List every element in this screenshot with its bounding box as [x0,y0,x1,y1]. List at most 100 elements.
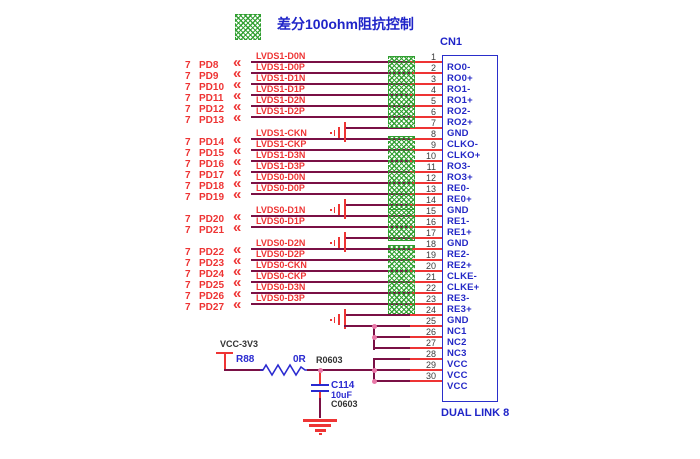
port-name[interactable]: PD26 [199,291,225,302]
port-chevron-icon[interactable]: « [233,175,242,192]
earth-ground-icon[interactable] [303,419,337,422]
port-name[interactable]: PD18 [199,181,225,192]
resistor-r88-symbol[interactable] [260,363,308,377]
connector-pin[interactable] [410,292,442,294]
connector-pin[interactable] [410,193,442,195]
connector-pin[interactable] [410,226,442,228]
port-chevron-icon[interactable]: « [233,219,242,236]
connector-pin[interactable] [410,358,442,360]
connector-pin[interactable] [410,94,442,96]
signal-wire[interactable] [251,94,410,96]
port-chevron-icon[interactable]: « [233,164,242,181]
connector-pin[interactable] [410,336,442,338]
port-name[interactable]: PD23 [199,258,225,269]
port-chevron-icon[interactable]: « [233,153,242,170]
signal-wire[interactable] [251,138,410,140]
connector-pin[interactable] [410,204,442,206]
gnd-wire[interactable] [345,127,410,129]
connector-pin[interactable] [410,325,442,327]
cap-ground-wire[interactable] [319,398,321,418]
connector-pin[interactable] [410,72,442,74]
port-name[interactable]: PD27 [199,302,225,313]
impedance-region-1[interactable] [388,56,415,128]
gnd-symbol-icon[interactable] [343,232,346,252]
gnd-symbol-icon[interactable] [343,309,346,329]
capacitor-value[interactable]: 10uF [331,390,353,400]
net-label[interactable]: LVDS0-D0P [256,183,305,193]
port-chevron-icon[interactable]: « [233,131,242,148]
signal-wire[interactable] [251,226,410,228]
port-name[interactable]: PD20 [199,214,225,225]
signal-wire[interactable] [251,292,410,294]
connector-pin[interactable] [410,116,442,118]
gnd-symbol-icon[interactable] [343,199,346,219]
nc-wire[interactable] [373,336,410,338]
connector-pin[interactable] [410,270,442,272]
port-chevron-icon[interactable]: « [233,142,242,159]
net-label[interactable]: LVDS1-D2N [256,95,306,105]
port-name[interactable]: PD17 [199,170,225,181]
power-wire-right[interactable] [307,369,375,371]
port-chevron-icon[interactable]: « [233,65,242,82]
net-label[interactable]: LVDS1-D3P [256,161,305,171]
gnd-wire[interactable] [345,314,410,316]
port-chevron-icon[interactable]: « [233,186,242,203]
net-label[interactable]: LVDS0-D3P [256,293,305,303]
signal-wire[interactable] [251,182,410,184]
port-name[interactable]: PD19 [199,192,225,203]
connector-pin[interactable] [410,248,442,250]
net-label[interactable]: LVDS0-D1P [256,216,305,226]
port-name[interactable]: PD13 [199,115,225,126]
legend-hatch-swatch[interactable] [235,14,261,40]
net-label[interactable]: LVDS0-D2P [256,249,305,259]
port-chevron-icon[interactable]: « [233,98,242,115]
port-name[interactable]: PD15 [199,148,225,159]
signal-wire[interactable] [251,83,410,85]
net-label[interactable]: LVDS1-D2P [256,106,305,116]
gnd-wire[interactable] [345,237,410,239]
port-name[interactable]: PD11 [199,93,224,104]
port-chevron-icon[interactable]: « [233,296,242,313]
connector-pin[interactable] [410,281,442,283]
signal-wire[interactable] [251,303,410,305]
nc-gnd-tie-wire[interactable] [344,325,374,327]
port-name[interactable]: PD14 [199,137,225,148]
connector-pin[interactable] [410,105,442,107]
resistor-value[interactable]: 0R [293,354,306,365]
net-label[interactable]: LVDS0-D2N [256,238,306,248]
resistor-ref[interactable]: R88 [236,354,255,365]
connector-pin[interactable] [410,314,442,316]
nc-wire[interactable] [373,325,410,327]
connector-cn1-body[interactable] [442,55,498,402]
port-chevron-icon[interactable]: « [233,87,242,104]
power-wire-left[interactable] [224,369,263,371]
vcc-rail-label[interactable]: VCC-3V3 [220,339,259,349]
connector-pin[interactable] [410,149,442,151]
signal-wire[interactable] [251,72,410,74]
net-label[interactable]: LVDS1-CKN [256,128,307,138]
nc-wire[interactable] [373,347,410,349]
port-name[interactable]: PD25 [199,280,225,291]
impedance-region-3[interactable] [388,209,415,241]
vcc-wire[interactable] [373,369,410,371]
port-chevron-icon[interactable]: « [233,241,242,258]
gnd-wire[interactable] [345,204,410,206]
connector-pin[interactable] [410,171,442,173]
signal-wire[interactable] [251,171,410,173]
connector-pin[interactable] [410,237,442,239]
impedance-note[interactable]: 差分100ohm阻抗控制 [277,16,414,32]
port-chevron-icon[interactable]: « [233,76,242,93]
capacitor-c114-symbol[interactable] [311,384,329,386]
signal-wire[interactable] [251,149,410,151]
port-chevron-icon[interactable]: « [233,274,242,291]
signal-wire[interactable] [251,270,410,272]
signal-wire[interactable] [251,160,410,162]
connector-pin[interactable] [410,215,442,217]
impedance-region-2[interactable] [388,136,415,209]
port-chevron-icon[interactable]: « [233,109,242,126]
port-name[interactable]: PD21 [199,225,225,236]
signal-wire[interactable] [251,281,410,283]
signal-wire[interactable] [251,105,410,107]
net-label[interactable]: LVDS0-CKN [256,260,307,270]
connector-pin[interactable] [410,259,442,261]
